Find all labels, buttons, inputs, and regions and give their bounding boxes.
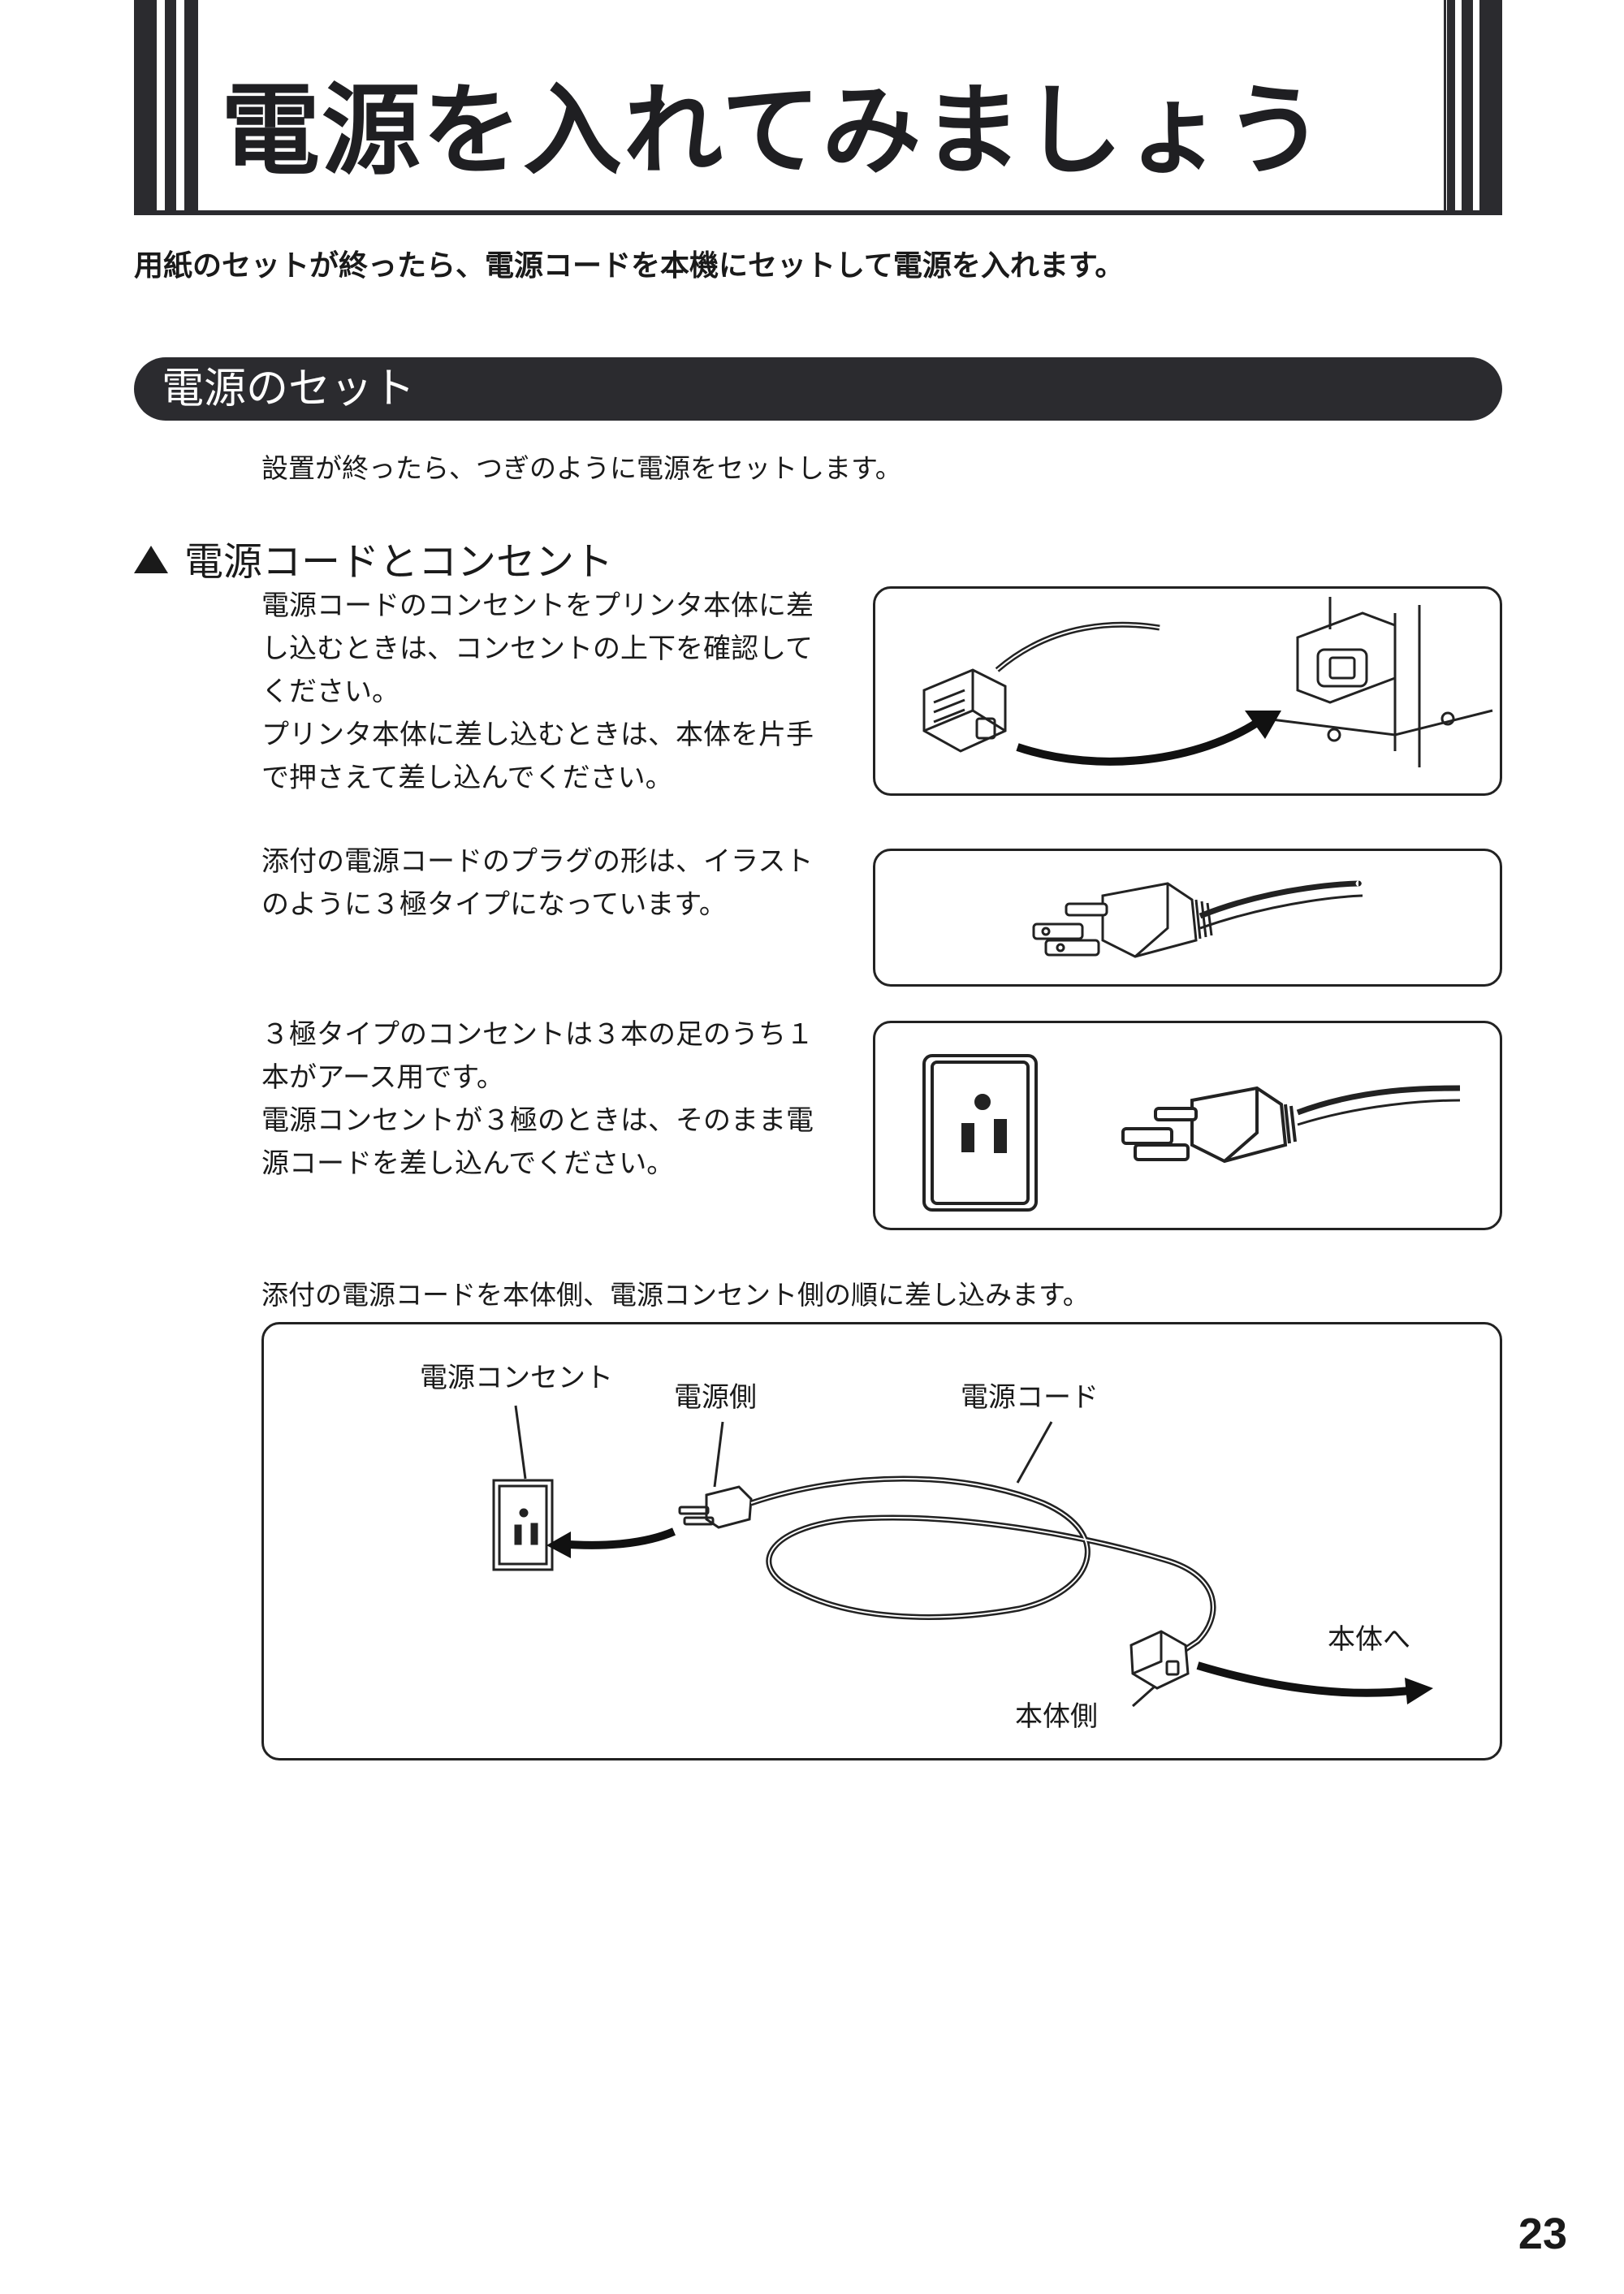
label-to-unit: 本体へ (1328, 1623, 1410, 1656)
paragraph-inlet: 電源コードのコンセントをプリンタ本体に差 し込むときは、コンセントの上下を確認し… (261, 590, 814, 794)
header-bar-right-3 (1479, 0, 1502, 215)
subheading: 電源コードとコンセント (134, 529, 613, 586)
figure-connection: 電源コンセント 電源側 電源コード 本体へ 本体側 (261, 1322, 1502, 1760)
subheading-text: 電源コードとコンセント (184, 539, 614, 585)
header-bar-left-3 (184, 0, 196, 215)
section-title: 電源のセット (162, 365, 416, 413)
three-prong-plug-icon (1032, 880, 1363, 958)
header-bar-right-1 (1447, 0, 1455, 215)
header-frame-right (1444, 0, 1446, 213)
label-power-side: 電源側 (674, 1381, 757, 1414)
header-bar-left-1 (134, 0, 157, 215)
section-lead: 設置が終ったら、つぎのように電源をセットします。 (261, 452, 902, 484)
header-bar-left-2 (165, 0, 176, 215)
header-bar-right-2 (1462, 0, 1473, 215)
figure-inlet (873, 586, 1502, 796)
final-lead: 添付の電源コードを本体側、電源コンセント側の順に差し込みます。 (261, 1279, 1090, 1311)
wall-outlet-and-plug-icon (922, 1054, 1461, 1212)
label-outlet: 電源コンセント (420, 1362, 613, 1394)
power-cord-connection-diagram (492, 1405, 1433, 1708)
header-underline (134, 210, 1502, 215)
page-title: 電源を入れてみましょう (221, 73, 1326, 188)
figure-plug (873, 849, 1502, 987)
header-frame-left (196, 0, 198, 213)
figure-outlet (873, 1021, 1502, 1230)
label-unit-side: 本体側 (1015, 1700, 1098, 1733)
section-heading: 電源のセット (134, 357, 1502, 421)
power-inlet-connector-icon (922, 597, 1493, 767)
page-number: 23 (1518, 2210, 1567, 2258)
paragraph-plug: 添付の電源コードのプラグの形は、イラスト のように３極タイプになっています。 (261, 845, 814, 921)
paragraph-outlet: ３極タイプのコンセントは３本の足のうち１ 本がアース用です。 電源コンセントが３… (261, 1018, 814, 1180)
page-intro: 用紙のセットが終ったら、電源コードを本機にセットして電源を入れます。 (134, 249, 1125, 283)
label-cord: 電源コード (961, 1381, 1099, 1414)
triangle-up-icon (134, 546, 168, 573)
